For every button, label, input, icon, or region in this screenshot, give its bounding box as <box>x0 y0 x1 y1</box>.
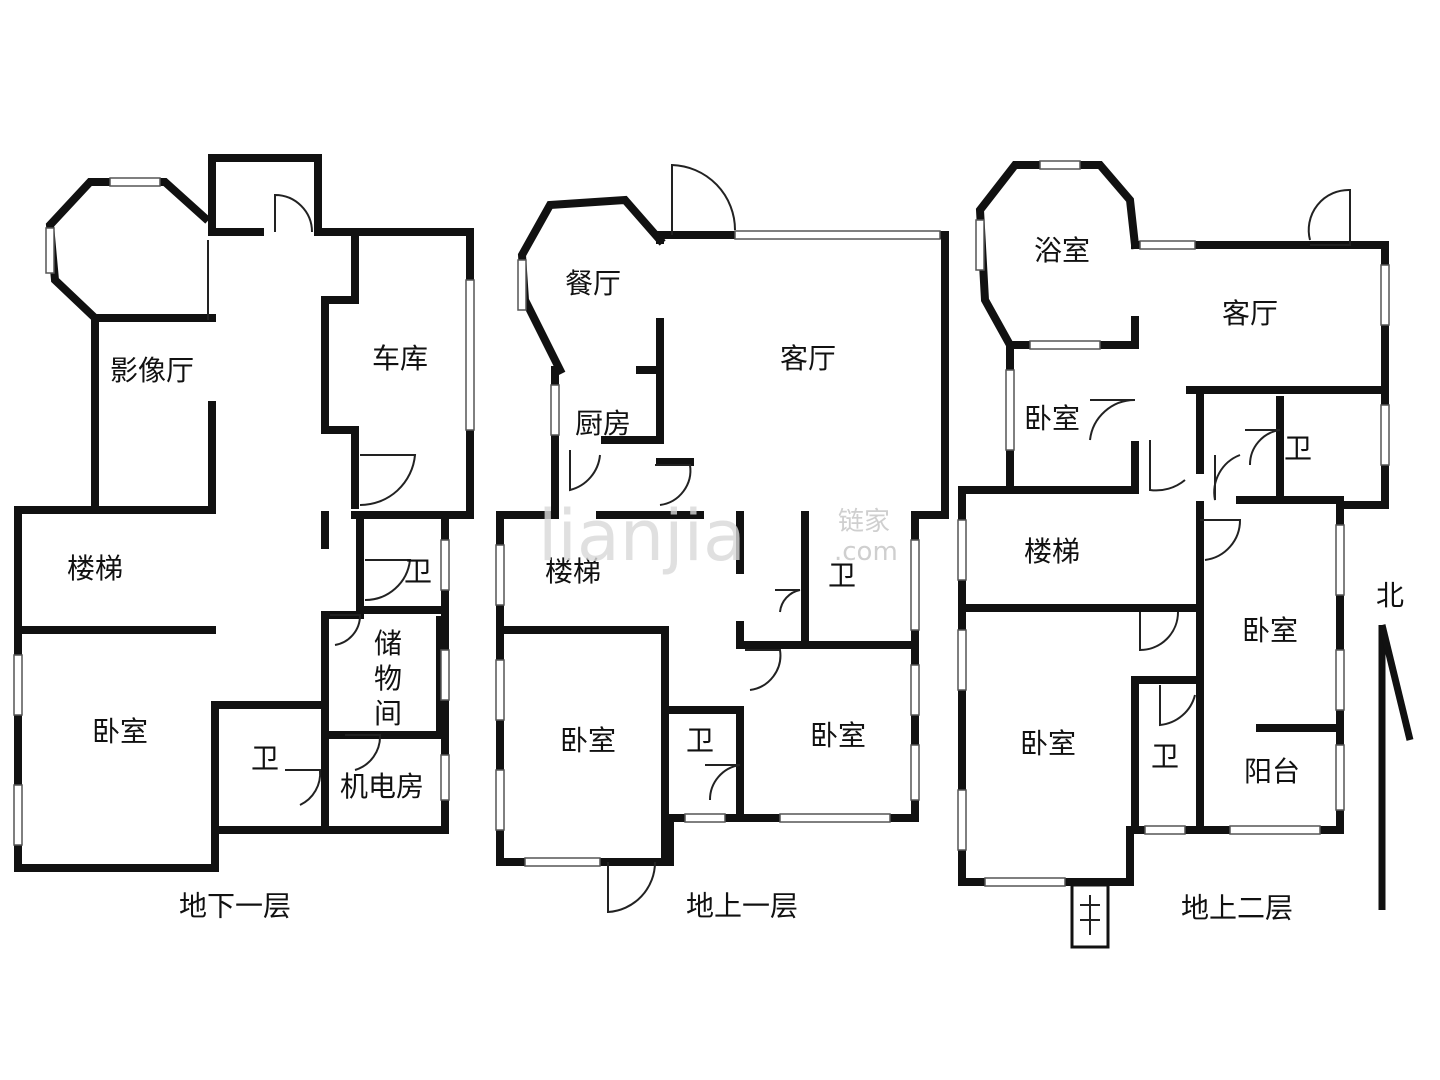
room-label: 卧室 <box>92 715 148 748</box>
floor-caption: 地上一层 <box>686 890 798 923</box>
floor-second: 浴室 客厅 卧室 卫 楼梯 卧室 卧室 卫 阳台 地上二层 <box>957 160 1390 949</box>
room-label: 卫 <box>828 559 856 592</box>
watermark-domain: .com <box>834 537 898 567</box>
room-label: 客厅 <box>1222 297 1278 330</box>
room-label: 厨房 <box>575 407 631 440</box>
room-label: 机电房 <box>340 770 424 803</box>
compass-label: 北 <box>1376 579 1404 612</box>
floor-ground: 餐厅 客厅 厨房 楼梯 卫 卧室 卫 卧室 地上一层 <box>495 163 949 923</box>
room-label: 储 <box>374 627 402 660</box>
room-label: 卧室 <box>1024 402 1080 435</box>
room-label: 卫 <box>251 742 279 775</box>
room-label: 浴室 <box>1034 234 1090 267</box>
watermark-brand: lianjia <box>538 495 746 577</box>
watermark: lianjia 链家 .com <box>538 495 898 577</box>
room-label: 楼梯 <box>1024 535 1080 568</box>
room-label: 餐厅 <box>565 267 621 300</box>
room-label: 卫 <box>404 555 432 588</box>
room-label: 卧室 <box>810 719 866 752</box>
watermark-cn: 链家 <box>838 507 890 537</box>
north-arrow-icon: 北 <box>1376 579 1414 910</box>
room-label: 卧室 <box>560 724 616 757</box>
room-label: 楼梯 <box>545 555 601 588</box>
room-label: 物 <box>374 662 402 695</box>
room-label: 卧室 <box>1242 614 1298 647</box>
room-label: 影像厅 <box>110 354 194 387</box>
room-label: 卫 <box>686 724 714 757</box>
room-label: 楼梯 <box>67 552 123 585</box>
room-label: 客厅 <box>780 342 836 375</box>
room-label: 卧室 <box>1020 727 1076 760</box>
room-label: 卫 <box>1284 432 1312 465</box>
floor-caption: 地下一层 <box>179 890 291 923</box>
room-label: 车库 <box>372 342 428 375</box>
floor-caption: 地上二层 <box>1181 892 1293 925</box>
room-label: 阳台 <box>1244 755 1300 788</box>
floor-basement: 影像厅 车库 楼梯 卫 储 物 间 卧室 卫 机电房 地下一层 <box>13 154 475 923</box>
room-label: 卫 <box>1151 740 1179 773</box>
room-label: 间 <box>374 697 402 730</box>
